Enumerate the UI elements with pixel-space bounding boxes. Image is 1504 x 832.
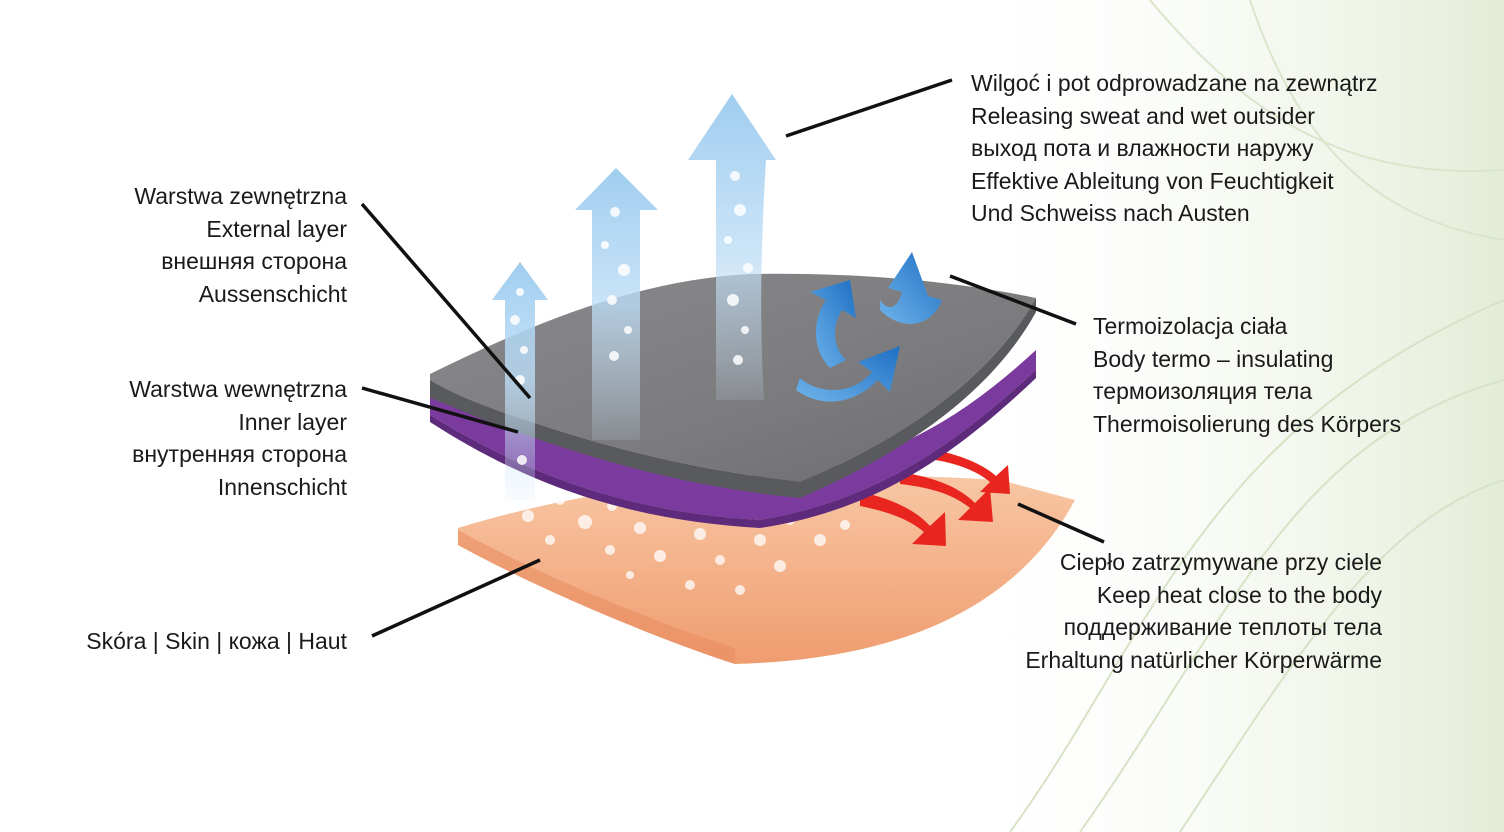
leader-moisture <box>785 78 953 138</box>
outer-layer-label-de: Aussenschicht <box>198 280 347 307</box>
skin-label-text: Skóra | Skin | кожа | Haut <box>86 628 347 654</box>
inner-layer-label-de: Innenschicht <box>217 473 347 500</box>
inner-layer-label-en: Inner layer <box>238 408 347 435</box>
heat-label-ru: поддерживание теплоты тела <box>1063 614 1382 640</box>
inner-layer-label-pl: Warstwa wewnętrzna <box>129 376 347 402</box>
heat-arrows <box>860 450 1010 546</box>
heat-label-de: Erhaltung natürlicher Körperwärme <box>1025 646 1382 673</box>
moisture-label-de-2: Und Schweiss nach Austen <box>971 200 1250 226</box>
heat-label-pl: Ciepło zatrzymywane przy ciele <box>1059 549 1382 575</box>
outer-layer-label-ru: внешняя сторона <box>161 248 347 274</box>
outer-layer-label-pl: Warstwa zewnętrzna <box>134 183 347 209</box>
skin-label: Skóra | Skin | кожа | Haut <box>86 625 347 658</box>
outer-layer-label: Warstwa zewnętrzna External layer внешня… <box>134 180 347 310</box>
inner-layer-label: Warstwa wewnętrzna Inner layer внутрення… <box>129 373 347 503</box>
moisture-label-ru: выход пота и влажности наружу <box>971 135 1314 161</box>
thermo-label-ru: термоизоляция тела <box>1093 378 1313 404</box>
thermo-label: Termoizolacja ciała Body termo – insulat… <box>1093 310 1401 440</box>
heat-label-en: Keep heat close to the body <box>1096 581 1382 608</box>
leader-inner <box>361 386 519 434</box>
leader-outer <box>360 202 532 400</box>
moisture-label: Wilgoć i pot odprowadzane na zewnątrz Re… <box>971 67 1378 230</box>
moisture-label-en: Releasing sweat and wet outsider <box>971 102 1315 129</box>
inner-layer <box>430 350 1036 528</box>
inner-layer-label-ru: внутренняя сторона <box>132 441 347 467</box>
moisture-label-pl: Wilgoć i pot odprowadzane na zewnątrz <box>971 70 1378 96</box>
background-pattern <box>940 0 1504 832</box>
leader-thermo <box>949 274 1077 326</box>
moisture-label-de-1: Effektive Ableitung von Feuchtigkeit <box>971 167 1334 194</box>
thermo-label-de: Thermoisolierung des Körpers <box>1093 410 1402 437</box>
heat-label: Ciepło zatrzymywane przy ciele Keep heat… <box>1025 546 1382 676</box>
outer-layer-label-en: External layer <box>206 215 347 242</box>
moisture-bubbles <box>510 171 753 465</box>
thermo-label-en: Body termo – insulating <box>1093 345 1334 372</box>
leader-heat <box>1017 502 1105 544</box>
leader-skin <box>371 558 541 638</box>
thermo-label-pl: Termoizolacja ciała <box>1093 313 1288 339</box>
thermo-arrows <box>796 252 942 402</box>
leader-lines <box>360 78 1105 638</box>
